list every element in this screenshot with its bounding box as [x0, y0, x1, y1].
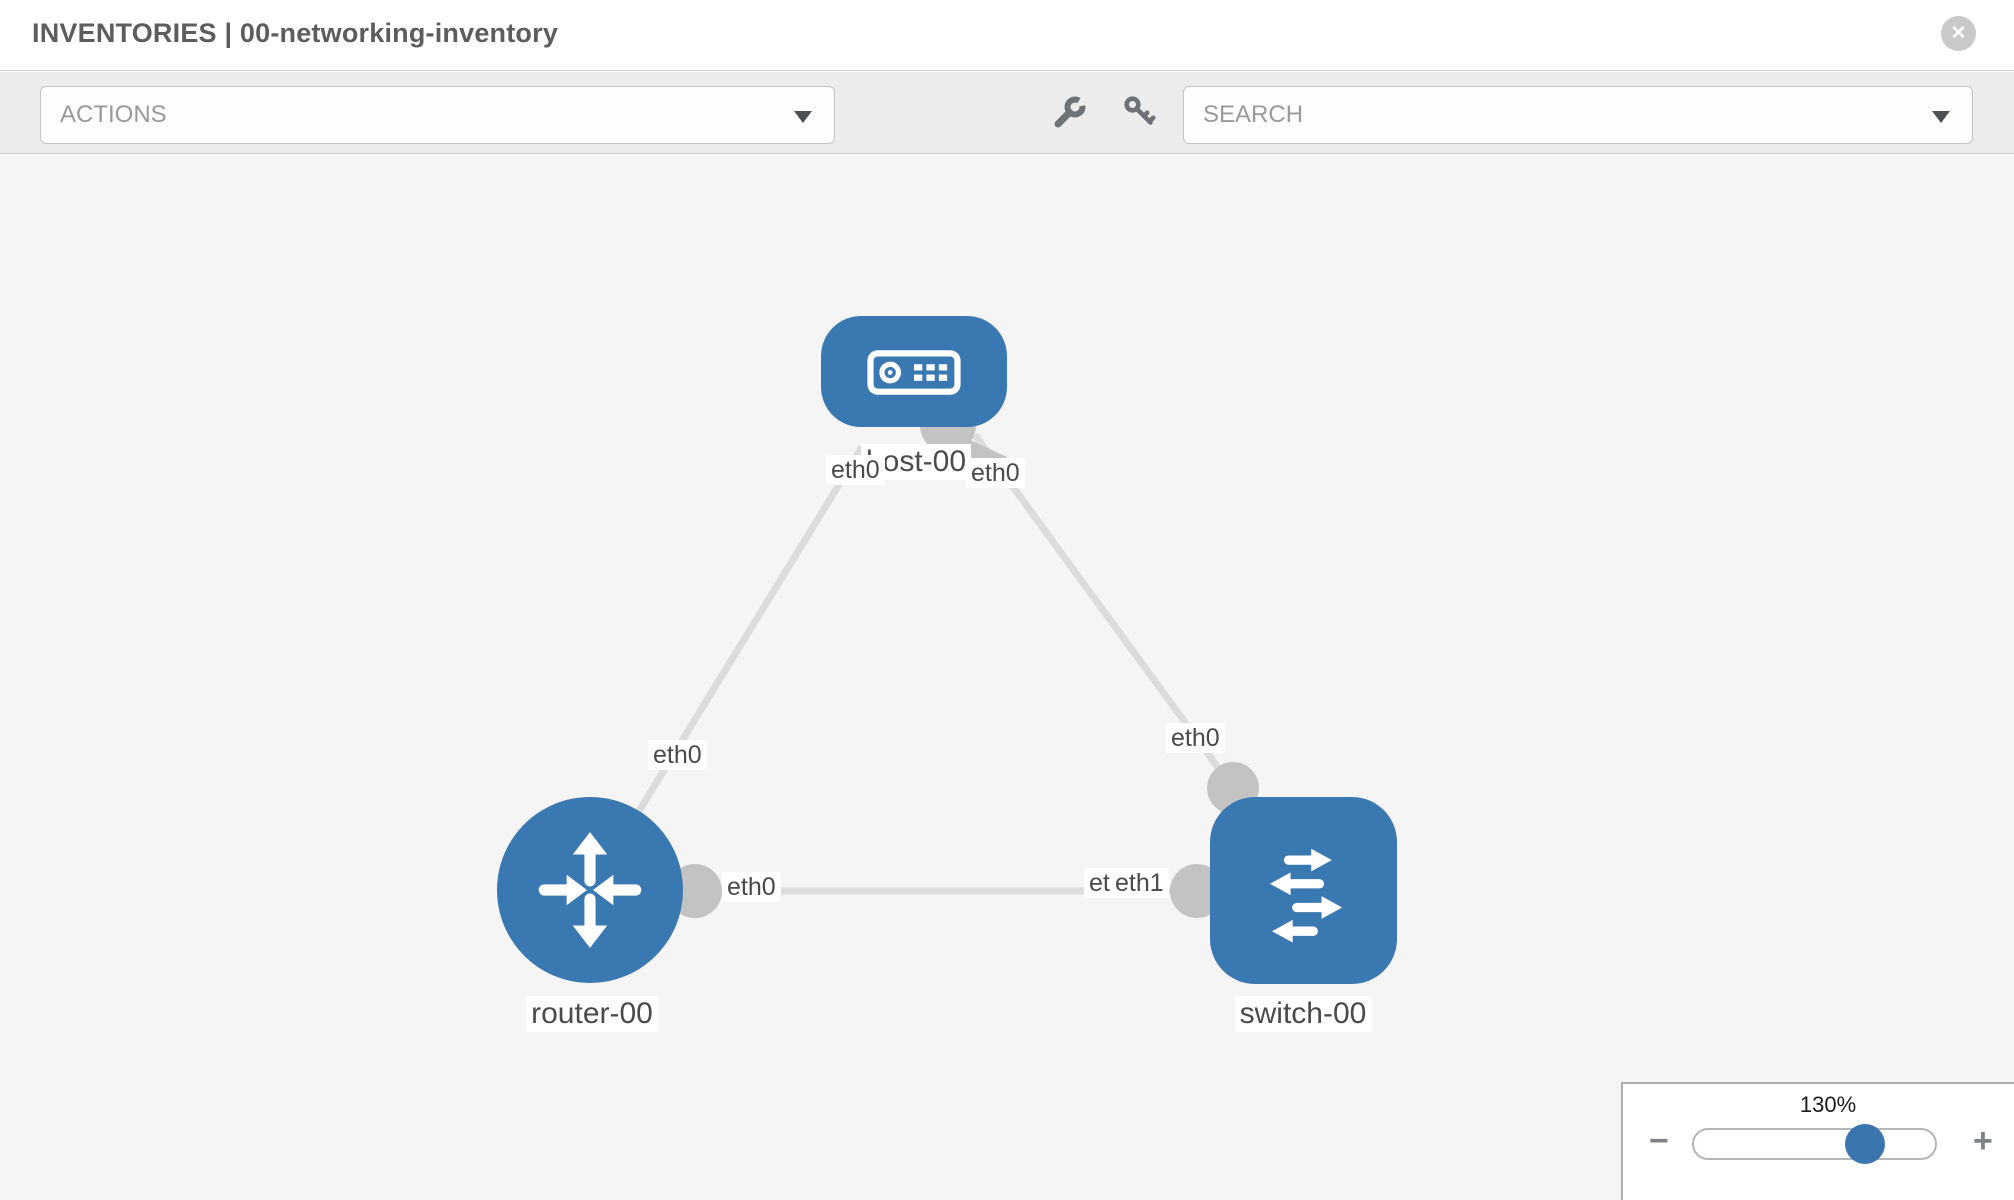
iface-label-host-eth0-left: eth0 — [826, 455, 885, 485]
header-bar: INVENTORIES | 00-networking-inventory ✕ — [0, 0, 2014, 71]
chevron-down-icon — [1932, 111, 1950, 123]
iface-label-router-eth0-diagonal: eth0 — [648, 740, 707, 770]
topology-canvas[interactable]: host-00 router-00 switch-00 eth0 eth0 et… — [0, 155, 2014, 1200]
iface-label-switch-eth0-diagonal: eth0 — [1166, 723, 1225, 753]
zoom-in-button[interactable]: + — [1973, 1122, 1993, 1160]
toolbar: ACTIONS SEARCH — [0, 72, 2014, 154]
zoom-out-button[interactable]: − — [1649, 1122, 1669, 1160]
iface-label-host-eth0-right: eth0 — [966, 458, 1025, 488]
node-host-00[interactable] — [821, 316, 1007, 427]
chevron-down-icon — [794, 111, 812, 123]
node-switch-00[interactable] — [1210, 797, 1397, 984]
page-title: INVENTORIES | 00-networking-inventory — [32, 18, 559, 48]
iface-label-switch-eth1-ghost: eth1 — [1084, 868, 1114, 898]
search-dropdown-label: SEARCH — [1203, 101, 1304, 128]
zoom-level-value: 130% — [1799, 1092, 1857, 1117]
links-layer — [636, 397, 1259, 918]
switch-icon — [1269, 848, 1342, 943]
wrench-icon[interactable] — [1050, 93, 1093, 133]
iface-label-switch-eth1: eth1 — [1110, 868, 1169, 898]
close-icon[interactable]: ✕ — [1941, 16, 1976, 51]
node-router-00[interactable] — [497, 797, 683, 983]
zoom-slider-thumb[interactable] — [1845, 1124, 1885, 1164]
search-dropdown[interactable]: SEARCH — [1183, 86, 1973, 144]
node-label-router: router-00 — [526, 996, 658, 1032]
host-icon — [867, 349, 961, 395]
zoom-slider-track[interactable] — [1692, 1128, 1937, 1160]
router-icon — [538, 832, 642, 948]
actions-dropdown-label: ACTIONS — [60, 101, 167, 128]
node-label-switch: switch-00 — [1234, 996, 1372, 1032]
zoom-panel: 130% − + — [1621, 1082, 2014, 1200]
key-icon[interactable] — [1120, 93, 1160, 133]
iface-label-router-eth0-mid: eth0 — [722, 872, 781, 902]
actions-dropdown[interactable]: ACTIONS — [40, 86, 835, 144]
